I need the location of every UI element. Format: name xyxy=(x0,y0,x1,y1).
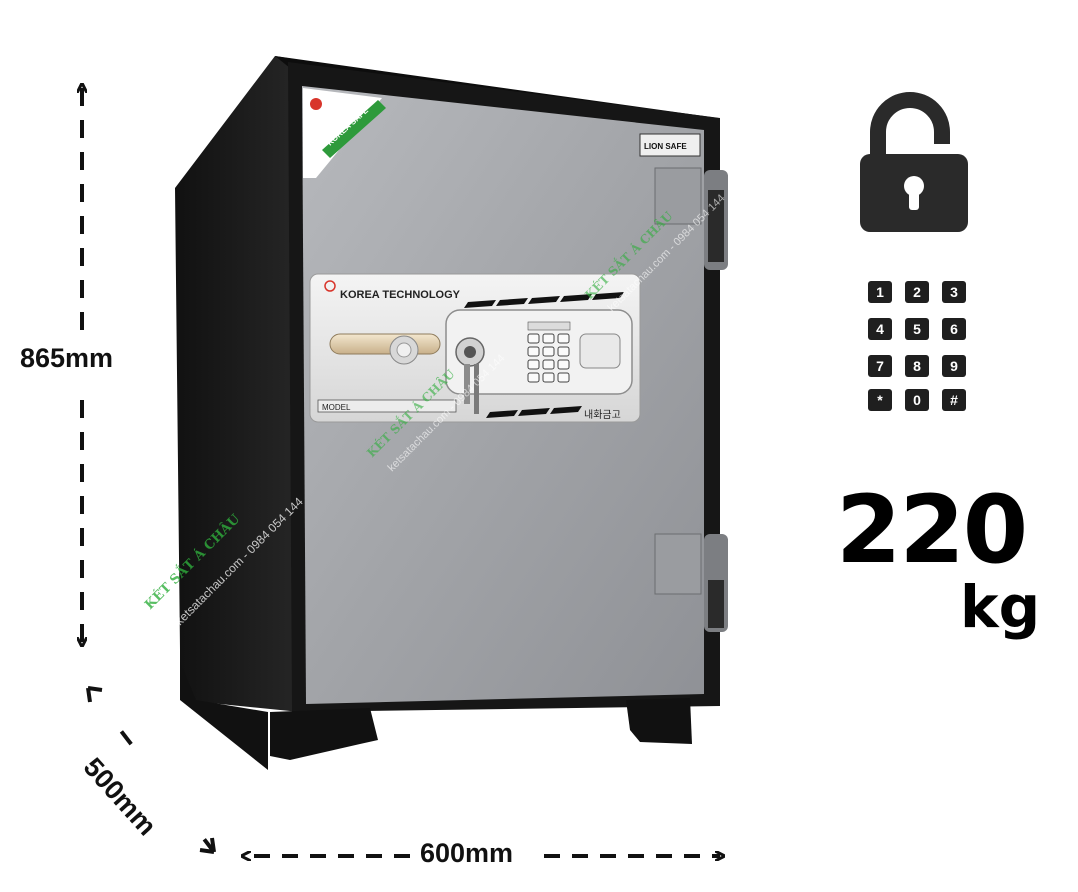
safe-leg-left xyxy=(180,662,268,770)
height-label: 865mm xyxy=(20,343,114,374)
brand-text: KOREA TECHNOLOGY xyxy=(340,289,461,301)
weight-unit: kg xyxy=(960,573,1041,641)
keypad-icon: 1 2 3 4 5 6 7 8 9 * 0 # xyxy=(868,281,968,413)
keypad-key: 2 xyxy=(905,281,929,303)
safe-leg-front-left xyxy=(270,708,378,760)
keypad-key: 8 xyxy=(905,355,929,377)
keypad-key: # xyxy=(942,389,966,411)
digital-keypad xyxy=(527,333,570,383)
brand-logo-text: LION SAFE xyxy=(644,142,687,151)
hinge-bottom xyxy=(654,533,702,595)
padlock-icon xyxy=(860,92,968,232)
keypad-key: 4 xyxy=(868,318,892,340)
hinge-top xyxy=(654,167,702,225)
keypad-key: 6 xyxy=(942,318,966,340)
panel-stripes xyxy=(464,292,624,418)
lock-grip xyxy=(579,333,621,369)
safe-leg-front-right xyxy=(626,698,692,744)
keypad-key: 9 xyxy=(942,355,966,377)
brand-logo-plate xyxy=(639,133,701,157)
keypad-key: * xyxy=(868,389,892,411)
korean-text: 내화금고 xyxy=(584,409,621,421)
keypad-key: 3 xyxy=(942,281,966,303)
keypad-key: 1 xyxy=(868,281,892,303)
keypad-key: 5 xyxy=(905,318,929,340)
weight-value: 220 xyxy=(836,476,1028,585)
safe-side xyxy=(175,56,300,712)
model-label: MODEL xyxy=(322,403,351,412)
keypad-key: 7 xyxy=(868,355,892,377)
width-label: 600mm xyxy=(420,838,514,869)
keypad-key: 0 xyxy=(905,389,929,411)
safe-handle xyxy=(329,333,441,365)
